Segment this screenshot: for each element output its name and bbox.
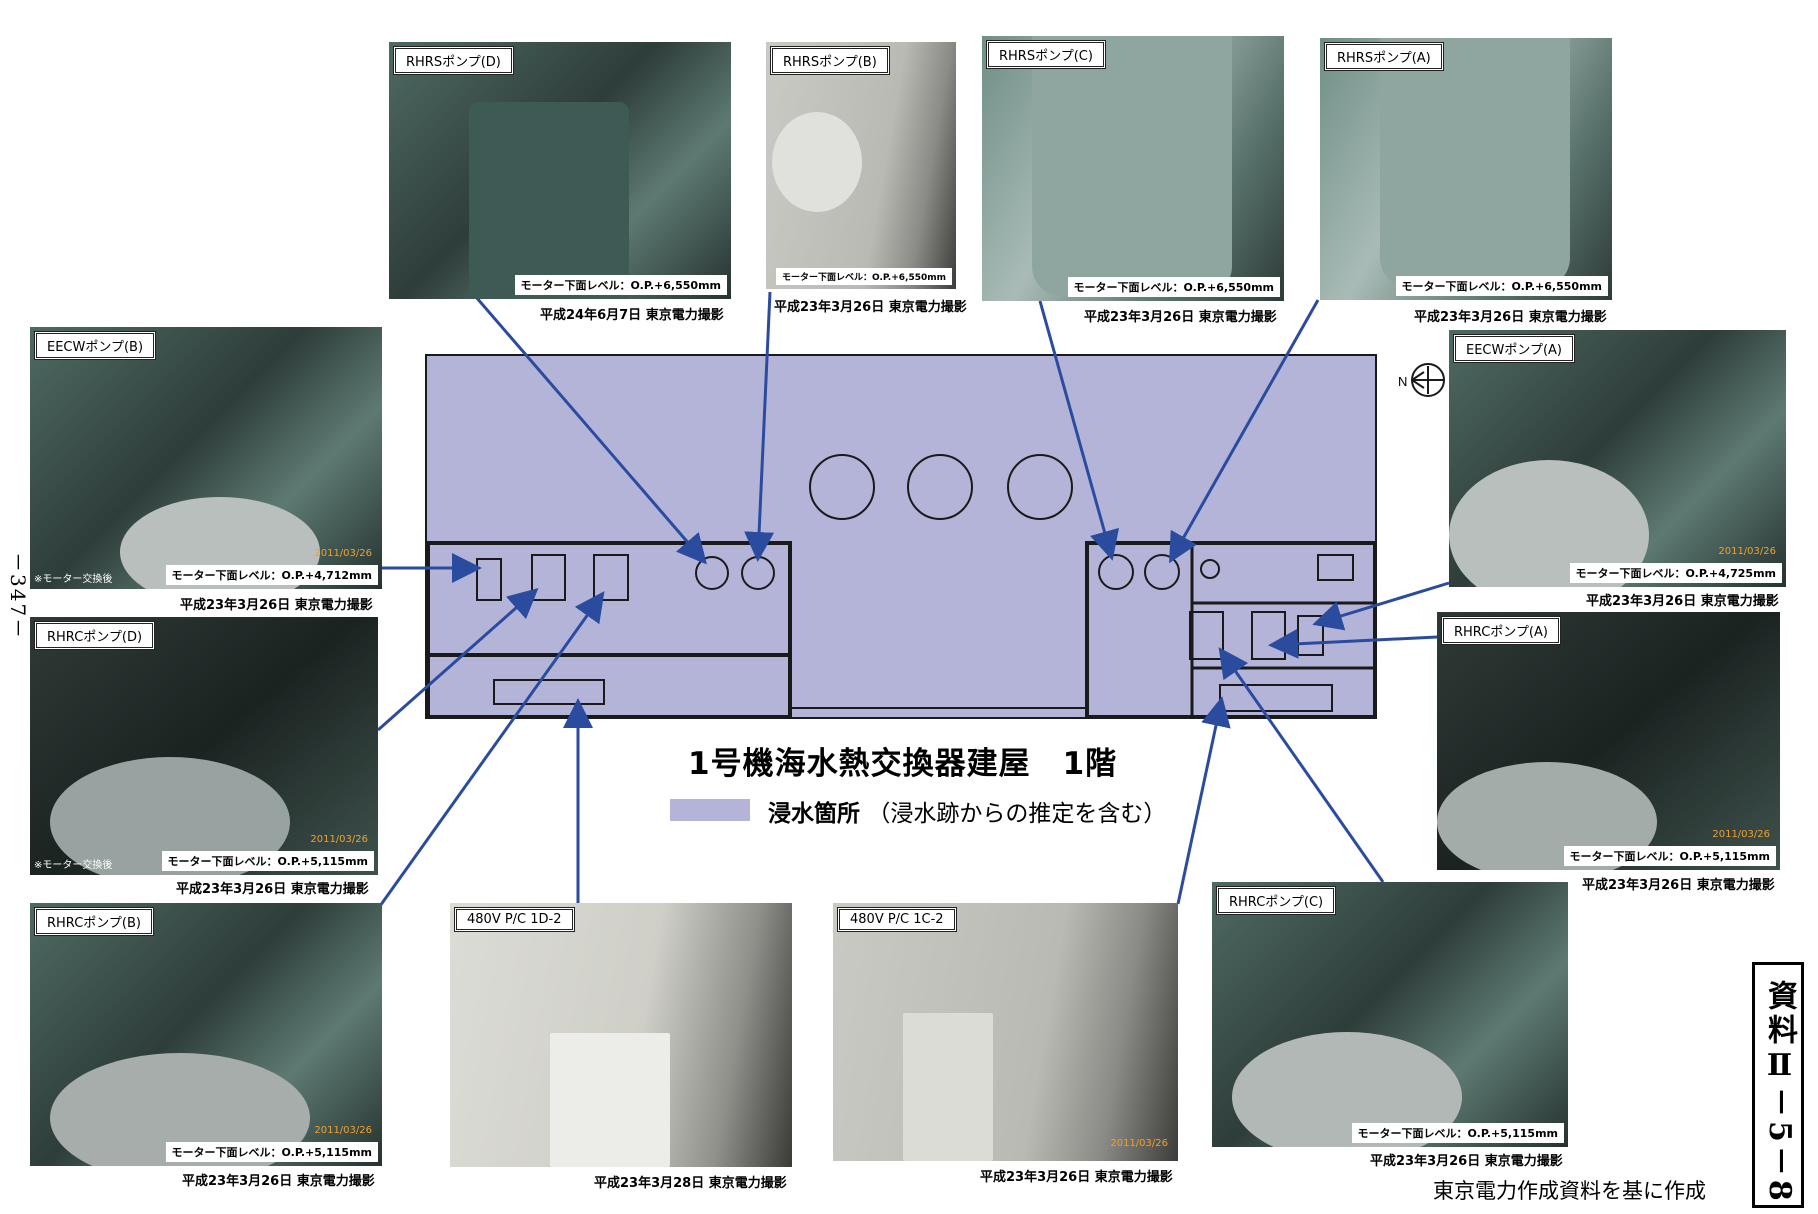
photo-caption: 平成23年3月26日 東京電力撮影 xyxy=(180,598,373,613)
arrow-rhrc-b xyxy=(378,591,605,907)
photo-caption: 平成23年3月26日 東京電力撮影 xyxy=(176,882,369,897)
photo-rhrs-pump-a: RHRSポンプ(A) モーター下面レベル：O.P.+6,550mm xyxy=(1320,38,1612,300)
photo-label: RHRSポンプ(C) xyxy=(986,40,1106,69)
tank-2 xyxy=(907,454,973,520)
photo-caption: 平成23年3月26日 東京電力撮影 xyxy=(980,1170,1173,1185)
photo-caption: 平成23年3月26日 東京電力撮影 xyxy=(1414,310,1607,325)
page-number: －347－ xyxy=(6,552,30,641)
motor-level: モーター下面レベル：O.P.+5,115mm xyxy=(165,1142,378,1162)
photo-caption: 平成23年3月26日 東京電力撮影 xyxy=(1370,1154,1563,1169)
photo-power-center-1c2: 480V P/C 1C-2 2011/03/26 xyxy=(833,903,1178,1161)
photo-note: ※モーター交換後 xyxy=(34,860,113,871)
motor-level: モーター下面レベル：O.P.+5,115mm xyxy=(1563,846,1776,866)
motor-level: モーター下面レベル：O.P.+4,712mm xyxy=(165,565,378,585)
plan-title: 1号機海水熱交換器建屋 1階 xyxy=(688,746,1118,782)
date-stamp: 2011/03/26 xyxy=(310,834,368,845)
photo-rhrc-pump-a: RHRCポンプ(A) 2011/03/26 モーター下面レベル：O.P.+5,1… xyxy=(1437,612,1780,870)
photo-rhrc-pump-b: RHRCポンプ(B) 2011/03/26 モーター下面レベル：O.P.+5,1… xyxy=(30,903,382,1166)
arrow-rhrs-a xyxy=(1169,299,1320,564)
motor-level: モーター下面レベル：O.P.+6,550mm xyxy=(1395,276,1608,296)
legend: 浸水箇所 （浸水跡からの推定を含む） xyxy=(768,794,1166,828)
photo-rhrc-pump-c: RHRCポンプ(C) モーター下面レベル：O.P.+5,115mm xyxy=(1212,882,1568,1147)
north-label: N xyxy=(1398,374,1407,389)
legend-note: （浸水跡からの推定を含む） xyxy=(867,801,1167,827)
photo-caption: 平成23年3月26日 東京電力撮影 xyxy=(182,1174,375,1189)
photo-caption: 平成24年6月7日 東京電力撮影 xyxy=(540,308,724,323)
tank-3 xyxy=(1007,454,1073,520)
photo-eecw-pump-b: EECWポンプ(B) 2011/03/26 ※モーター交換後 モーター下面レベル… xyxy=(30,327,382,589)
motor-level: モーター下面レベル：O.P.+6,550mm xyxy=(514,275,727,295)
photo-label: RHRCポンプ(B) xyxy=(34,907,154,936)
photo-caption: 平成23年3月26日 東京電力撮影 xyxy=(1582,878,1775,893)
small-tank-mark xyxy=(1200,559,1220,579)
arrow-rhrs-b xyxy=(744,291,775,562)
arrow-rhrc-d xyxy=(377,588,539,732)
photo-caption: 平成23年3月26日 東京電力撮影 xyxy=(1084,310,1277,325)
photo-label: RHRSポンプ(B) xyxy=(770,46,890,75)
photo-label: RHRCポンプ(D) xyxy=(34,621,156,650)
arrow-rhrs-d xyxy=(474,296,707,565)
photo-label: 480V P/C 1D-2 xyxy=(454,907,575,932)
document-label: 資料Ⅱ－5－8 xyxy=(1752,962,1804,1208)
arrow-rhrc-c xyxy=(1218,647,1385,883)
arrow-rhrc-a xyxy=(1268,628,1438,659)
photo-caption: 平成23年3月28日 東京電力撮影 xyxy=(594,1176,787,1191)
photo-rhrc-pump-d: RHRCポンプ(D) 2011/03/26 ※モーター交換後 モーター下面レベル… xyxy=(30,617,378,875)
photo-label: RHRSポンプ(A) xyxy=(1324,42,1444,71)
pump-rhrc-c-mark xyxy=(1189,611,1224,660)
pc-1d2-mark xyxy=(493,679,605,705)
date-stamp: 2011/03/26 xyxy=(1110,1138,1168,1149)
photo-label: EECWポンプ(B) xyxy=(34,331,157,360)
motor-level: モーター下面レベル：O.P.+4,725mm xyxy=(1569,563,1782,583)
photo-label: EECWポンプ(A) xyxy=(1453,334,1576,363)
legend-swatch xyxy=(670,799,750,821)
source-note: 東京電力作成資料を基に作成 xyxy=(1433,1179,1706,1203)
photo-power-center-1d2: 480V P/C 1D-2 xyxy=(450,903,792,1167)
room-right-upper xyxy=(1190,541,1377,605)
pump-rhrc-b-mark xyxy=(593,554,629,601)
photo-label: 480V P/C 1C-2 xyxy=(837,907,957,932)
photo-note: ※モーター交換後 xyxy=(34,574,113,585)
date-stamp: 2011/03/26 xyxy=(314,548,372,559)
photo-eecw-pump-a: EECWポンプ(A) 2011/03/26 モーター下面レベル：O.P.+4,7… xyxy=(1449,330,1786,587)
photo-caption: 平成23年3月26日 東京電力撮影 xyxy=(774,300,967,315)
motor-level: モーター下面レベル：O.P.+5,115mm xyxy=(161,851,374,871)
motor-level: モーター下面レベル：O.P.+6,550mm xyxy=(1067,277,1280,297)
motor-level: モーター下面レベル：O.P.+6,550mm xyxy=(775,268,952,285)
photo-rhrs-pump-c: RHRSポンプ(C) モーター下面レベル：O.P.+6,550mm xyxy=(982,36,1284,301)
arrow-eecw-a xyxy=(1312,581,1450,631)
arrow-pc-1c2 xyxy=(1176,696,1231,905)
motor-level: モーター下面レベル：O.P.+5,115mm xyxy=(1351,1123,1564,1143)
date-stamp: 2011/03/26 xyxy=(314,1125,372,1136)
photo-label: RHRCポンプ(C) xyxy=(1216,886,1337,915)
date-stamp: 2011/03/26 xyxy=(1712,829,1770,840)
legend-label: 浸水箇所 xyxy=(768,801,860,827)
room-left xyxy=(426,541,792,719)
tank-1 xyxy=(809,454,875,520)
north-arrow-icon: N xyxy=(1398,363,1445,397)
photo-rhrs-pump-d: RHRSポンプ(D) モーター下面レベル：O.P.+6,550mm xyxy=(389,42,731,299)
pump-rhrs-a-mark xyxy=(1144,554,1180,590)
photo-label: RHRCポンプ(A) xyxy=(1441,616,1561,645)
right-small-box xyxy=(1317,554,1354,581)
date-stamp: 2011/03/26 xyxy=(1718,546,1776,557)
arrow-rhrs-c xyxy=(1038,300,1119,561)
flooded-area xyxy=(425,354,1377,719)
pump-rhrs-d-mark xyxy=(695,556,729,590)
photo-label: RHRSポンプ(D) xyxy=(393,46,514,75)
photo-rhrs-pump-b: RHRSポンプ(B) モーター下面レベル：O.P.+6,550mm xyxy=(766,42,956,289)
pump-rhrc-d-mark xyxy=(531,554,566,601)
photo-caption: 平成23年3月26日 東京電力撮影 xyxy=(1586,594,1779,609)
